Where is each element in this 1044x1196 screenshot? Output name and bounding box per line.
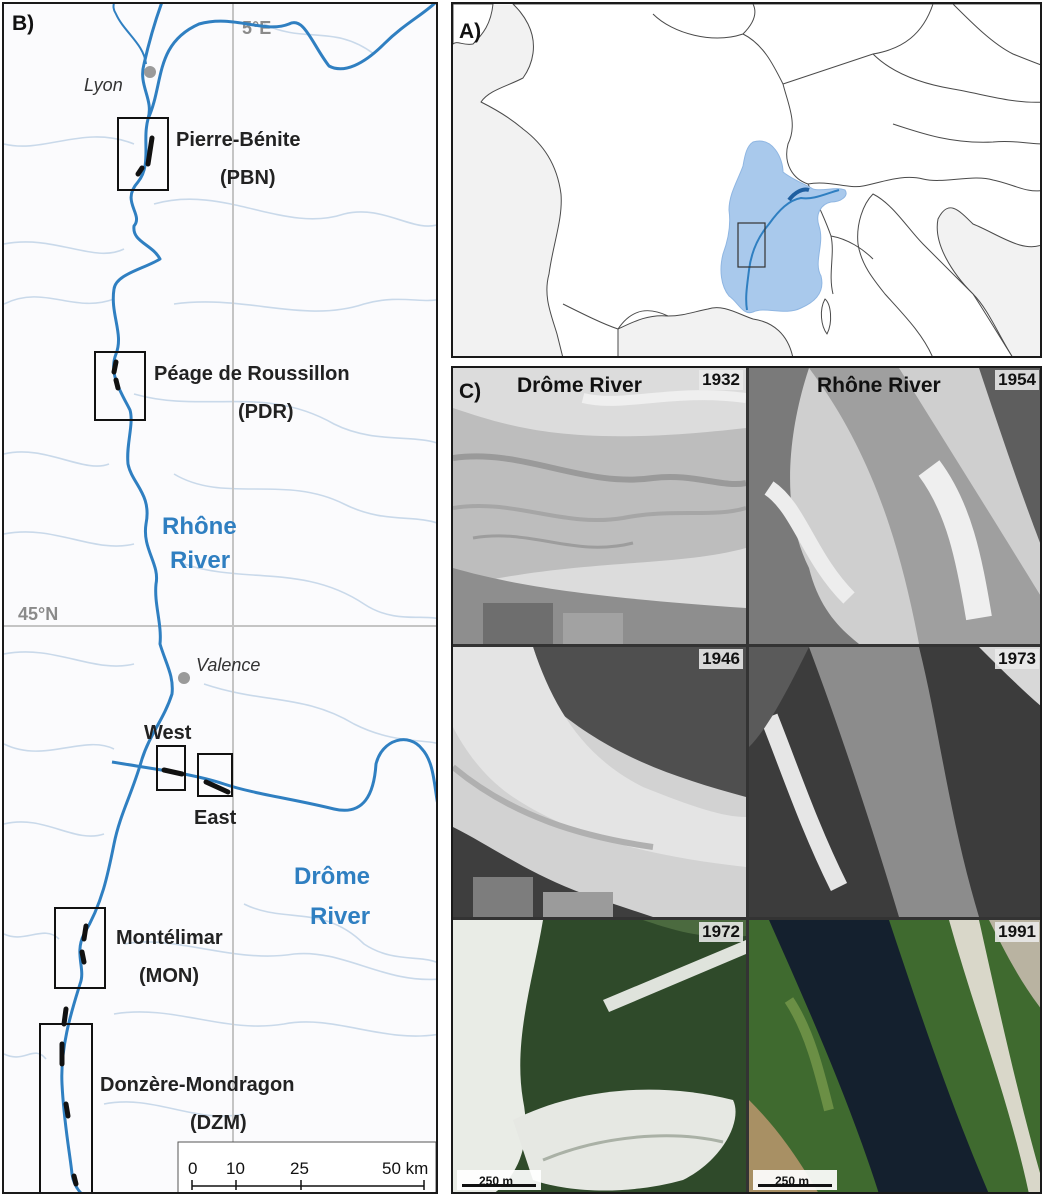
west-label: West	[144, 722, 192, 744]
photo-drome-1946-image	[453, 647, 746, 917]
panel-c-letter: C)	[459, 380, 482, 403]
rhone-label-line1: Rhône	[162, 513, 237, 540]
country-borders	[562, 4, 1040, 330]
east-label: East	[194, 807, 237, 829]
pbn-box	[117, 117, 169, 191]
scale-tick-50: 50 km	[382, 1159, 428, 1178]
year-label-1946: 1946	[699, 649, 743, 669]
scale-bar-1972: 250 m	[457, 1170, 541, 1190]
upper-rhone-line	[146, 4, 436, 120]
scale-tick-0: 0	[188, 1159, 197, 1178]
pdr-box	[94, 351, 146, 421]
photo-rhone-1973: 1973	[749, 647, 1040, 917]
europe-map-svg	[453, 4, 1040, 356]
photo-rhone-1973-image	[749, 647, 1040, 917]
rhone-basin	[720, 140, 847, 314]
photo-drome-1972: 1972 250 m	[453, 920, 746, 1192]
scale-tick-10: 10	[226, 1159, 245, 1178]
photo-drome-1932: 1932	[453, 368, 746, 644]
photo-rhone-1991: 1991 250 m	[749, 920, 1040, 1192]
photo-rhone-1991-image	[749, 920, 1040, 1192]
pbn-label-line2: (PBN)	[220, 167, 276, 189]
east-box	[197, 753, 233, 797]
rhone-label-line2: River	[170, 547, 230, 574]
pbn-label-line1: Pierre-Bénite	[176, 129, 301, 151]
year-label-1973: 1973	[995, 649, 1039, 669]
drome-river-line	[111, 738, 436, 812]
year-label-1932: 1932	[699, 370, 743, 390]
rhone-column-title: Rhône River	[817, 374, 941, 397]
photo-drome-1972-image	[453, 920, 746, 1192]
pdr-label-line1: Péage de Roussillon	[154, 363, 350, 385]
year-label-1991: 1991	[995, 922, 1039, 942]
site-boxes	[39, 117, 233, 1192]
saone-river-line	[112, 4, 147, 65]
dzm-label-line2: (DZM)	[190, 1112, 247, 1134]
panel-a-location-map: A)	[451, 2, 1042, 358]
drome-label-line2: River	[310, 903, 370, 930]
scale-bar-1991: 250 m	[753, 1170, 837, 1190]
mon-label-line2: (MON)	[139, 965, 199, 987]
drome-column-title: Drôme River	[517, 374, 642, 397]
drome-label-line1: Drôme	[294, 863, 370, 890]
panel-b-letter: B)	[12, 12, 35, 35]
rhone-basin-river	[745, 189, 840, 311]
panel-b-river-map: B) 5°E 45°N	[2, 2, 438, 1194]
scale-tick-25: 25	[290, 1159, 309, 1178]
tributary-network	[4, 23, 436, 1117]
scale-bar: 0 10 25 50 km	[177, 1141, 436, 1192]
photo-rhone-1954: 1954	[749, 368, 1040, 644]
dzm-box	[39, 1023, 93, 1192]
lyon-label: Lyon	[84, 75, 123, 95]
lyon-marker	[144, 66, 156, 78]
mon-box	[54, 907, 106, 989]
west-box	[156, 745, 186, 791]
dzm-label-line1: Donzère-Mondragon	[100, 1074, 294, 1096]
photo-drome-1946: 1946	[453, 647, 746, 917]
reach-segments	[59, 135, 231, 1187]
study-area-box	[737, 222, 766, 268]
parallel-label: 45°N	[18, 604, 58, 624]
photo-rhone-1954-image	[749, 368, 1040, 644]
year-label-1954: 1954	[995, 370, 1039, 390]
photo-drome-1932-image	[453, 368, 746, 644]
year-label-1972: 1972	[699, 922, 743, 942]
main-rivers	[60, 4, 436, 1192]
panel-a-letter: A)	[459, 20, 482, 43]
lake-geneva	[787, 187, 810, 202]
pdr-label-line2: (PDR)	[238, 401, 294, 423]
mon-label-line1: Montélimar	[116, 927, 223, 949]
river-map-svg: 5°E 45°N Lyon Valence Rhône River Drôme …	[4, 4, 436, 1192]
panel-c-aerial-photos: C) Drôme River Rhône River 1932 1954	[451, 366, 1042, 1194]
valence-label: Valence	[196, 655, 260, 675]
valence-marker	[178, 672, 190, 684]
rhone-river-line	[60, 4, 174, 1192]
